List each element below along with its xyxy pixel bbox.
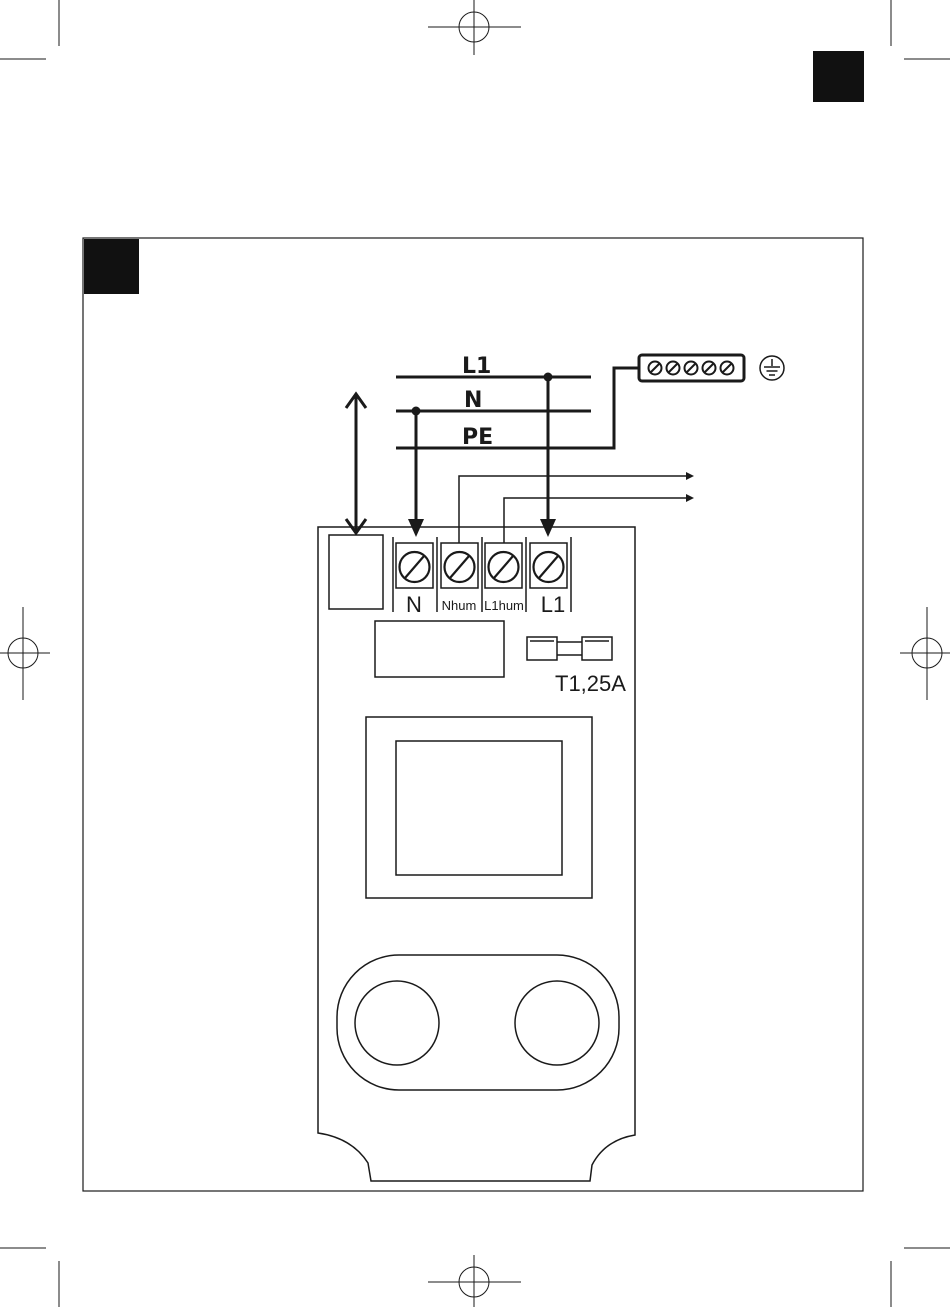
connector-box	[329, 535, 383, 609]
registration-mark-bottom	[428, 1255, 521, 1307]
wire-nhum-output	[459, 476, 686, 543]
fuse-label: T1,25A	[555, 671, 626, 696]
registration-mark-top	[428, 0, 521, 55]
registration-mark-left	[0, 607, 50, 700]
output-wires	[459, 476, 686, 543]
arrow-head-n	[408, 519, 424, 537]
transformer-outer	[366, 717, 592, 898]
pe-wire	[612, 368, 639, 448]
figure-marker-square	[84, 239, 139, 294]
wire-l1hum-output	[504, 498, 686, 543]
ground-icon	[760, 356, 784, 380]
mains-lines	[396, 377, 614, 448]
terminal-screw-l1hum	[485, 543, 522, 588]
terminal-screw-n	[396, 543, 433, 588]
fuse	[527, 637, 612, 660]
terminal-screw-nhum	[441, 543, 478, 588]
ground-terminal-block	[639, 355, 744, 381]
mounting-hole-left	[355, 981, 439, 1065]
mains-label-n: N	[464, 388, 482, 413]
arrow-head-l1	[540, 519, 556, 537]
arrow-head-l1hum	[686, 494, 694, 502]
terminal-screw-l1	[530, 543, 567, 588]
arrow-head-nhum	[686, 472, 694, 480]
transformer-inner	[396, 741, 562, 875]
mounting-plate	[337, 955, 619, 1090]
terminal-label-l1hum: L1hum	[484, 598, 524, 613]
terminal-label-n: N	[406, 592, 422, 617]
terminal-label-nhum: Nhum	[442, 598, 477, 613]
relay-component	[375, 621, 504, 677]
mains-label-l1: L1	[462, 354, 491, 379]
mounting-hole-right	[515, 981, 599, 1065]
figure-frame	[83, 238, 863, 1191]
terminal-label-l1: L1	[541, 592, 565, 617]
registration-mark-right	[900, 607, 950, 700]
mounting-arrow	[346, 394, 366, 533]
page-marker-square	[813, 51, 864, 102]
mains-label-pe: PE	[462, 425, 493, 450]
